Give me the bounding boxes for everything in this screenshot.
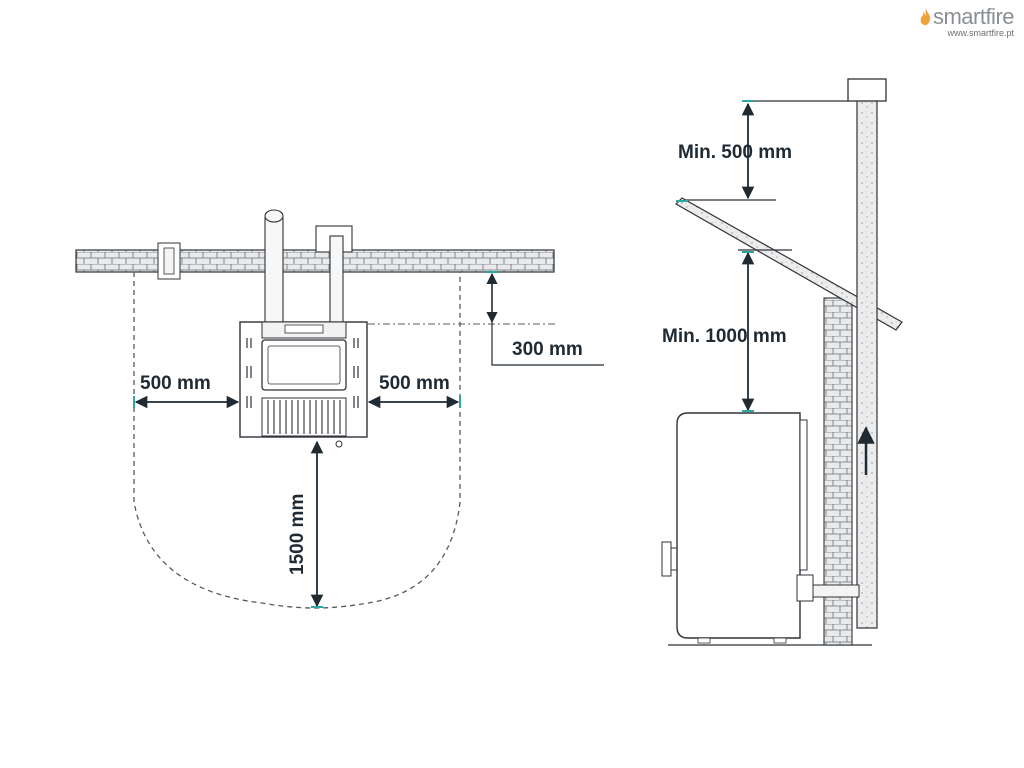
side-view: Min. 500 mm Min. 1000 mm xyxy=(661,78,903,646)
top-view: 500 mm 500 mm 300 mm 1500 mm xyxy=(75,209,604,609)
right-clearance-label: 500 mm xyxy=(379,373,450,394)
left-clearance-label: 500 mm xyxy=(140,373,211,394)
brand-logo: smartfire www.smartfire.pt xyxy=(919,4,1015,39)
chimney-cap xyxy=(847,78,887,102)
stove-top-view xyxy=(239,321,368,448)
air-intake xyxy=(315,225,353,327)
above-roof-label: Min. 500 mm xyxy=(678,142,792,163)
rear-clearance-label: 300 mm xyxy=(512,339,583,360)
brand-name: smartfire xyxy=(932,4,1015,29)
front-clearance-label: 1500 mm xyxy=(287,494,308,575)
brand-url: www.smartfire.pt xyxy=(947,28,1014,38)
rear-wall xyxy=(75,249,555,273)
stove-side-view xyxy=(661,412,814,644)
flame-icon xyxy=(920,8,931,26)
rear-label-leader xyxy=(491,322,604,366)
below-roof-label: Min. 1000 mm xyxy=(662,326,787,347)
chimney-flue xyxy=(856,99,878,629)
flue-pipe xyxy=(264,209,284,329)
